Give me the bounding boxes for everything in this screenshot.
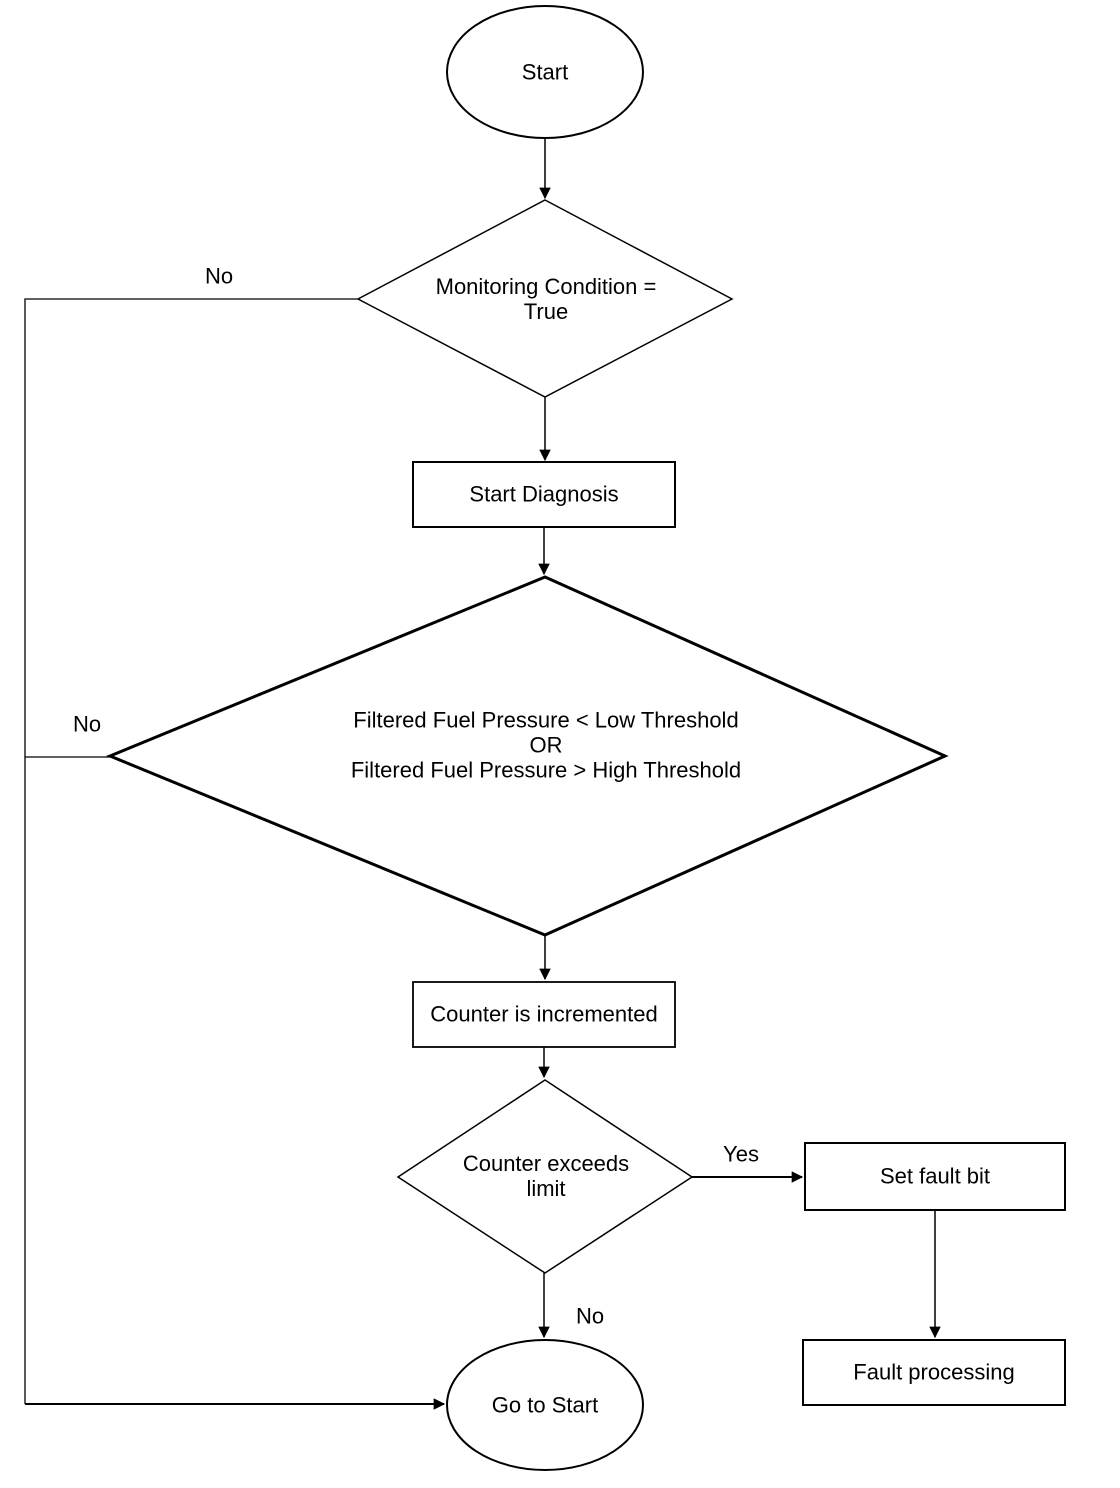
counter-increment-process-shape (412, 981, 676, 1048)
pressure-decision-line2: OR (529, 732, 563, 758)
counter-yes-label: Yes (723, 1141, 759, 1167)
pressure-decision-line1: Filtered Fuel Pressure < Low Threshold (353, 707, 739, 733)
start-label: Start (521, 59, 569, 85)
edge-monitoring-no-return (24, 298, 358, 1404)
fault-processing-process-shape (802, 1339, 1066, 1406)
start-diagnosis-process-shape (412, 461, 676, 528)
counter-limit-decision-shape (396, 1079, 694, 1274)
pressure-no-label: No (72, 711, 102, 737)
pressure-decision-line3: Filtered Fuel Pressure > High Threshold (350, 757, 742, 783)
monitoring-decision-line2: True (523, 299, 569, 324)
goto-start-label: Go to Start (491, 1392, 599, 1418)
pressure-decision-label: Filtered Fuel Pressure < Low Threshold O… (351, 708, 741, 783)
monitoring-no-label: No (204, 263, 234, 289)
counter-limit-line1: Counter exceeds (462, 1151, 630, 1176)
pressure-decision-shape (106, 575, 949, 937)
counter-increment-label: Counter is incremented (430, 1001, 658, 1027)
set-fault-label: Set fault bit (879, 1163, 991, 1189)
start-diagnosis-label: Start Diagnosis (469, 481, 619, 507)
fault-processing-label: Fault processing (853, 1359, 1015, 1385)
monitoring-decision-label: Monitoring Condition = True (436, 274, 657, 324)
counter-no-label: No (575, 1303, 605, 1329)
counter-limit-label: Counter exceeds limit (463, 1151, 629, 1201)
goto-start-terminator-shape (446, 1339, 644, 1471)
counter-limit-line2: limit (526, 1176, 566, 1201)
monitoring-decision-line1: Monitoring Condition = (435, 274, 657, 299)
